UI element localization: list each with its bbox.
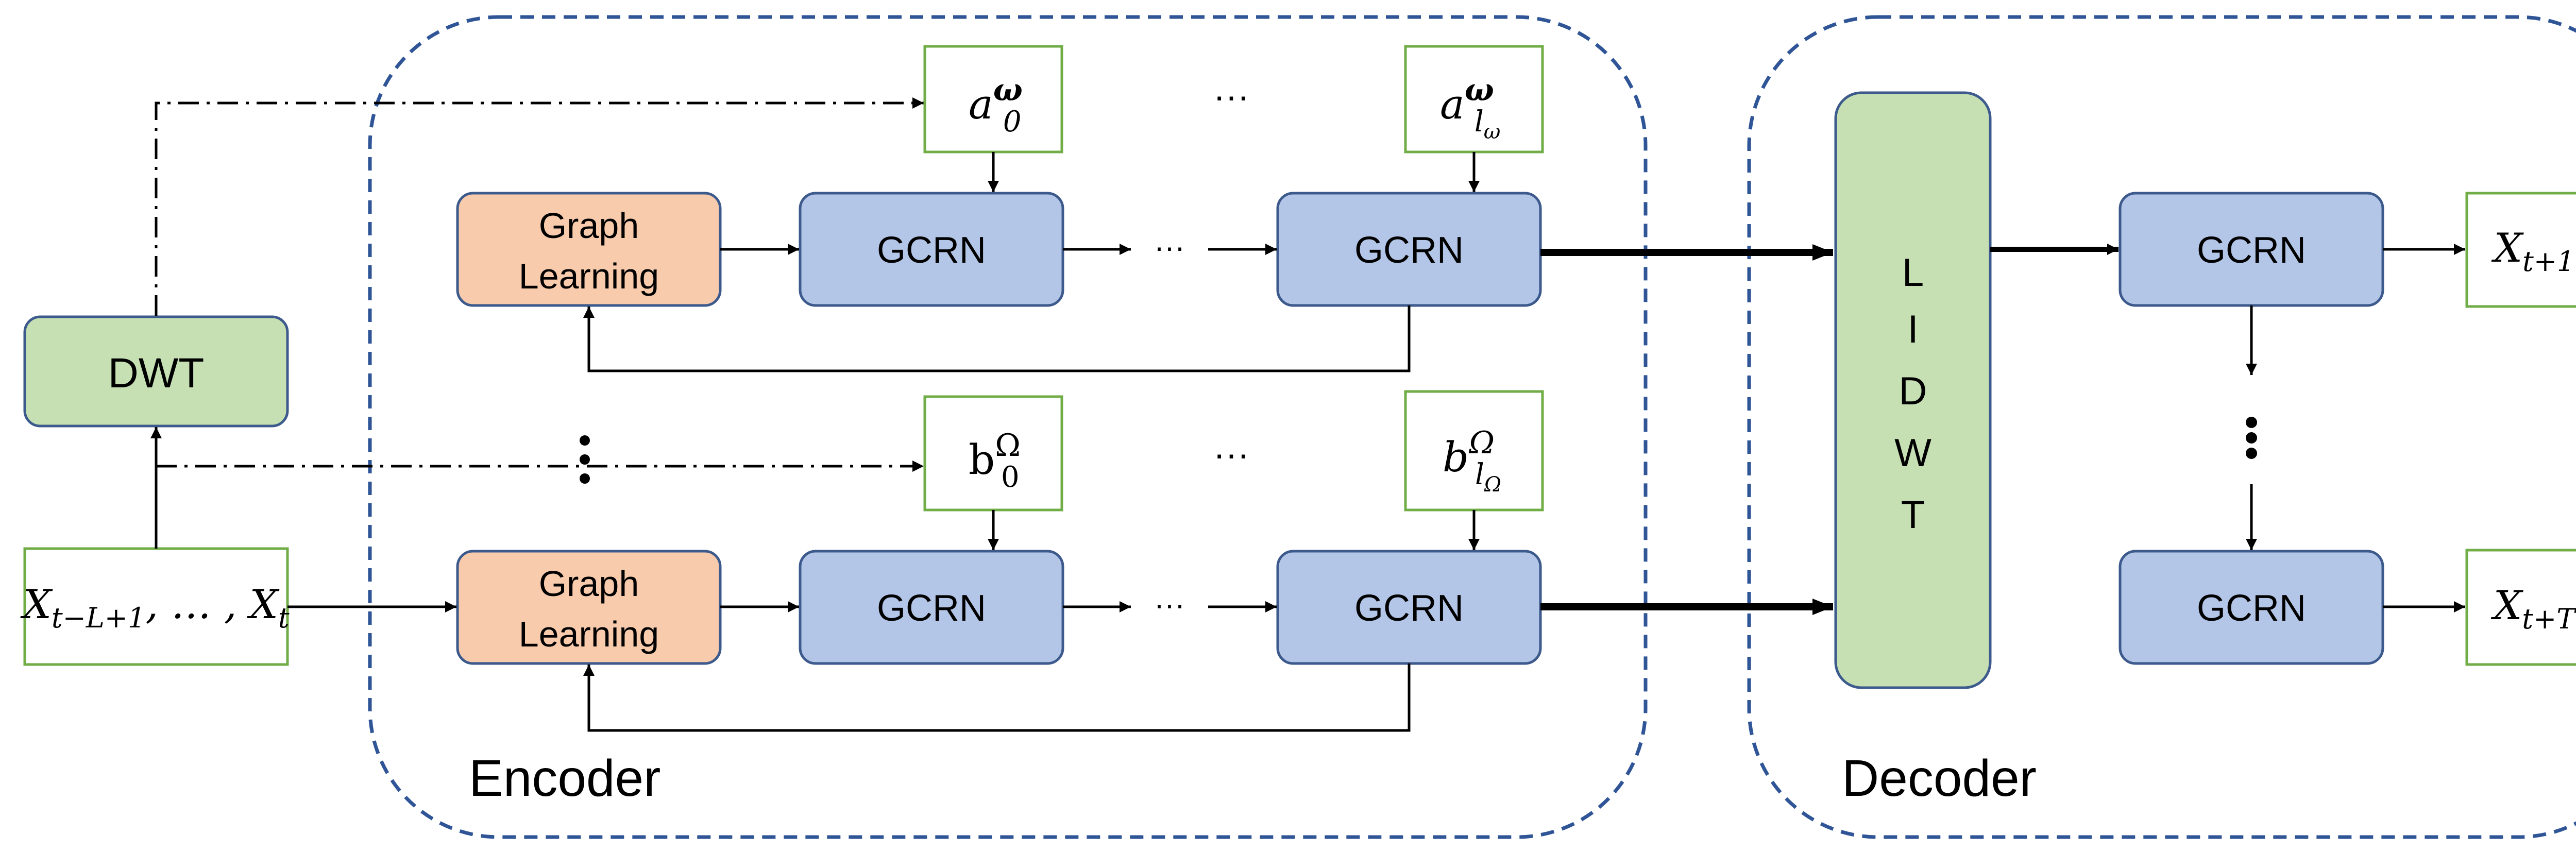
- lidwt-letter-4: W: [1894, 431, 1931, 475]
- vertical-dot-2: [580, 454, 590, 465]
- gcrn-decoder-bottom-label: GCRN: [2197, 588, 2306, 629]
- coef-bl-box: [1404, 390, 1544, 512]
- gcrn-bottom-last-label: GCRN: [1354, 588, 1464, 629]
- coef-b0-box: [923, 395, 1063, 512]
- decoder-region: [1747, 15, 2576, 839]
- gcrn-bottom-ellipsis: ···: [1154, 587, 1185, 622]
- feedback-top: [583, 305, 1411, 372]
- dashdot-dwt-to-a0: [155, 97, 924, 316]
- lidwt-letter-1: L: [1902, 251, 1924, 295]
- graph-learning-top-line2: Learning: [519, 256, 659, 296]
- decoder-label: Decoder: [1842, 749, 2037, 807]
- vertical-dots-branches: [580, 435, 590, 446]
- output-tT-box: [2465, 549, 2576, 666]
- gcrn-top-first-label: GCRN: [877, 230, 986, 271]
- coef-top-ellipsis: ···: [1213, 76, 1249, 116]
- gcrn-top-last-label: GCRN: [1354, 230, 1464, 271]
- lidwt-letter-5: T: [1901, 493, 1925, 537]
- dwt-box: [23, 315, 289, 428]
- coef-bottom-ellipsis: ···: [1213, 434, 1249, 474]
- coef-a0-box: [923, 45, 1063, 154]
- graph-learning-bottom-line1: Graph: [539, 564, 639, 604]
- input-sequence: Xt−L+1, … , Xt: [20, 582, 289, 634]
- dwt-label: DWT: [108, 350, 205, 397]
- decoder-vertical-dot-1: [2246, 417, 2257, 428]
- encoder-label: Encoder: [469, 749, 660, 807]
- output-tT: Xt+T: [2490, 583, 2576, 635]
- vertical-dot-3: [580, 473, 590, 484]
- encoder-region: [368, 15, 1648, 839]
- gcrn-bottom-first-label: GCRN: [877, 588, 986, 629]
- gcrn-top-ellipsis: ···: [1154, 230, 1185, 264]
- lidwt-box: [1834, 91, 1992, 689]
- graph-learning-bottom-line2: Learning: [519, 614, 659, 654]
- decoder-vertical-dot-2: [2246, 432, 2257, 444]
- output-t1: Xt+1: [2491, 225, 2575, 278]
- graph-learning-top-line1: Graph: [539, 206, 639, 246]
- feedback-bottom: [583, 663, 1411, 732]
- output-t1-box: [2465, 192, 2576, 308]
- decoder-vertical-dot-3: [2246, 448, 2257, 459]
- gcrn-decoder-top-label: GCRN: [2197, 230, 2306, 271]
- coef-al-box: [1404, 45, 1544, 154]
- lidwt-letter-3: D: [1899, 369, 1927, 413]
- lidwt-letter-2: I: [1907, 308, 1918, 351]
- input-box: [23, 547, 289, 666]
